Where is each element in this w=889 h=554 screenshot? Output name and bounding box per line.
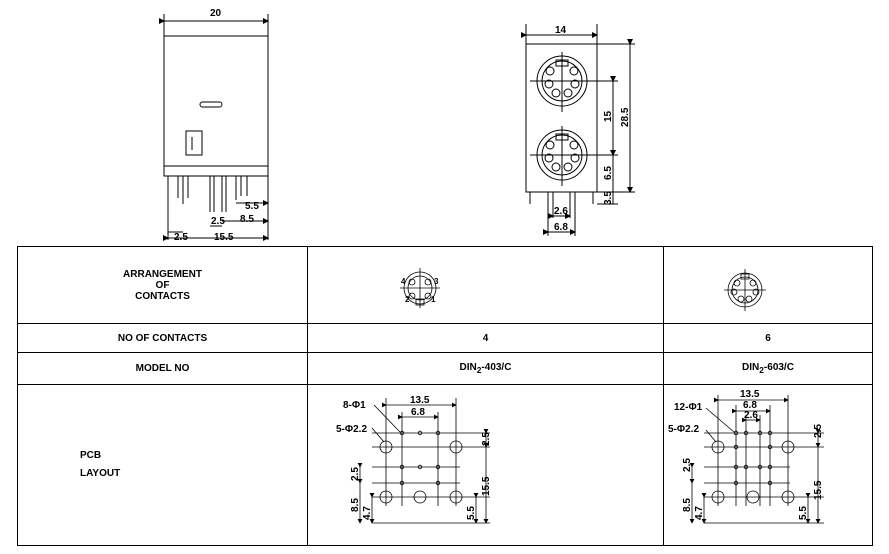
model-4pin-suffix: -403/C <box>481 362 512 373</box>
front-dim-6-8: 6.8 <box>554 222 568 233</box>
row-contacts: NO OF CONTACTS 4 6 <box>17 323 873 353</box>
arrangement-cell-4pin <box>307 246 664 324</box>
arrangement-line-3: CONTACTS <box>135 290 190 302</box>
front-dim-28-5: 28.5 <box>620 107 631 127</box>
side-view <box>159 14 269 241</box>
model-4pin-prefix: DIN <box>459 362 477 373</box>
front-dim-6-5: 6.5 <box>603 166 614 180</box>
row-pcb: PCB LAYOUT <box>17 384 873 546</box>
model-label: MODEL NO <box>17 352 308 385</box>
contacts-6: 6 <box>663 323 873 353</box>
model-6pin: DIN2-603/C <box>663 352 873 385</box>
pcb-line-2: LAYOUT <box>80 468 121 479</box>
side-dim-2-5a: 2.5 <box>211 216 225 227</box>
arrangement-line-2: OF <box>155 279 170 291</box>
contacts-label: NO OF CONTACTS <box>17 323 308 353</box>
side-dim-15-5: 15.5 <box>214 232 234 243</box>
row-arrangement: ARRANGEMENT OF CONTACTS <box>17 246 873 324</box>
side-width-dim: 20 <box>210 8 222 19</box>
front-dim-3-5: 3.5 <box>603 191 614 205</box>
side-dim-5-5: 5.5 <box>245 201 259 212</box>
arrangement-cell-6pin <box>663 246 873 324</box>
front-dim-2-6: 2.6 <box>554 206 568 217</box>
side-dim-2-5b: 2.5 <box>174 232 188 243</box>
spec-table: ARRANGEMENT OF CONTACTS NO OF CONTACTS 4… <box>17 246 873 546</box>
pcb-line-1: PCB <box>80 450 102 461</box>
arrangement-label: ARRANGEMENT OF CONTACTS <box>17 246 308 324</box>
contacts-4: 4 <box>307 323 664 353</box>
model-6pin-prefix: DIN <box>742 362 760 373</box>
row-model: MODEL NO DIN2-403/C DIN2-603/C <box>17 352 873 385</box>
model-6pin-suffix: -603/C <box>763 362 794 373</box>
model-4pin-sub: 2 <box>476 365 482 375</box>
side-dim-8-5: 8.5 <box>240 214 254 225</box>
pcb-cell-6pin <box>663 384 873 546</box>
front-view <box>521 24 635 236</box>
model-6pin-sub: 2 <box>759 365 764 375</box>
pcb-label: PCB LAYOUT <box>17 384 308 546</box>
model-4pin: DIN2-403/C <box>307 352 664 385</box>
arrangement-line-1: ARRANGEMENT <box>123 268 202 280</box>
front-width-dim: 14 <box>555 25 567 36</box>
front-dim-15: 15 <box>603 110 614 122</box>
pcb-cell-4pin <box>307 384 664 546</box>
